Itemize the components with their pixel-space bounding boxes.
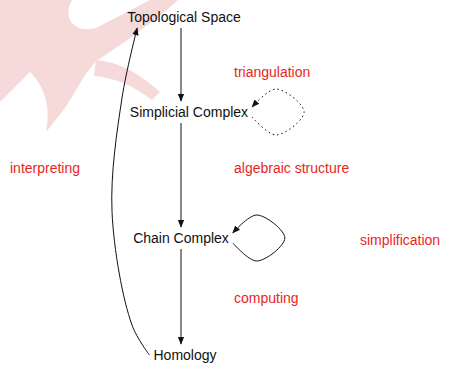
- flow-arrow: [181, 28, 182, 101]
- edge-label: triangulation: [232, 63, 312, 81]
- flow-arrow: [181, 123, 182, 227]
- edge-label: computing: [232, 289, 301, 307]
- flow-arrow: [112, 28, 150, 355]
- node-label: Topological Space: [127, 8, 241, 26]
- tree-watermark-branch: [94, 60, 160, 100]
- self-loop-arrow: [252, 89, 304, 135]
- flow-arrow: [181, 249, 182, 344]
- concept-node: Topological Space: [123, 6, 245, 28]
- edge-label: algebraic structure: [232, 159, 351, 177]
- edge-label: interpreting: [8, 159, 82, 177]
- concept-node: Simplicial Complex: [126, 101, 252, 123]
- node-label: Homology: [153, 346, 216, 364]
- concept-node: Chain Complex: [129, 227, 233, 249]
- concept-node: Homology: [149, 344, 220, 366]
- node-label: Chain Complex: [133, 229, 229, 247]
- self-loop-arrow: [233, 215, 285, 261]
- node-label: Simplicial Complex: [130, 103, 248, 121]
- edge-label: simplification: [358, 231, 442, 249]
